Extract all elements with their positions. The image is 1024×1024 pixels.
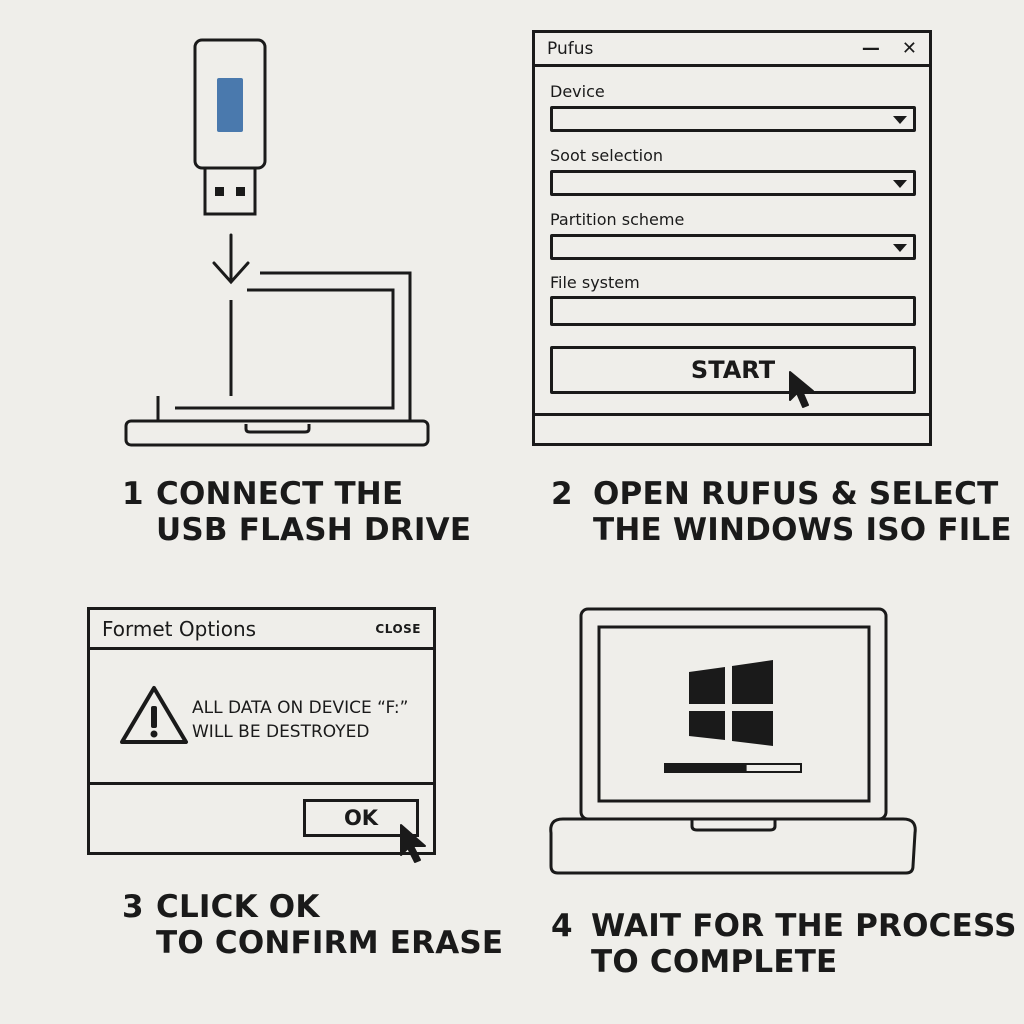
- step-1-caption: 1 CONNECT THE USB FLASH DRIVE: [122, 476, 471, 548]
- dialog-title: Formet Options: [102, 616, 257, 641]
- windows-logo-icon: [689, 660, 773, 746]
- arrow-down-icon: [212, 233, 250, 285]
- rufus-titlebar: Pufus — ✕: [535, 33, 929, 67]
- dialog-close-button[interactable]: CLOSE: [375, 621, 421, 636]
- chevron-down-icon: [893, 244, 907, 252]
- close-button[interactable]: ✕: [901, 38, 917, 59]
- step-number: 1: [122, 476, 144, 512]
- progress-fill: [665, 764, 747, 772]
- usb-label: [217, 78, 243, 132]
- status-bar: [535, 413, 929, 443]
- step-number: 3: [122, 889, 144, 925]
- step-text-line: WAIT FOR THE PROCESS: [591, 908, 1017, 944]
- step-3-caption: 3 CLICK OK TO CONFIRM ERASE: [122, 889, 503, 961]
- device-dropdown[interactable]: [550, 106, 916, 132]
- window-title: Pufus: [547, 38, 594, 59]
- step-text-line: THE WINDOWS ISO FILE: [593, 512, 1012, 548]
- file-system-field[interactable]: [550, 296, 916, 326]
- step-text-line: USB FLASH DRIVE: [156, 512, 472, 548]
- chevron-down-icon: [893, 116, 907, 124]
- warning-line: WILL BE DESTROYED: [192, 722, 370, 742]
- install-progress-bar: [664, 763, 802, 773]
- chevron-down-icon: [893, 180, 907, 188]
- laptop-screen-icon: [549, 607, 917, 875]
- boot-selection-label: Soot selection: [550, 146, 664, 165]
- step-2-caption: 2 OPEN RUFUS & SELECT THE WINDOWS ISO FI…: [551, 476, 1012, 548]
- partition-scheme-dropdown[interactable]: [550, 234, 916, 260]
- laptop-icon: [124, 271, 430, 447]
- start-button-label: START: [690, 356, 776, 384]
- ok-button-label: OK: [343, 806, 379, 830]
- step-4-caption: 4 WAIT FOR THE PROCESS TO COMPLETE: [551, 908, 1017, 980]
- step-text-line: TO CONFIRM ERASE: [156, 925, 504, 961]
- device-label: Device: [550, 82, 605, 101]
- step-text-line: OPEN RUFUS & SELECT: [593, 476, 999, 512]
- minimize-button[interactable]: —: [861, 38, 880, 59]
- warning-icon: [120, 686, 188, 744]
- boot-selection-dropdown[interactable]: [550, 170, 916, 196]
- step-text-line: CONNECT THE: [156, 476, 404, 512]
- file-system-label: File system: [550, 273, 640, 292]
- partition-scheme-label: Partition scheme: [550, 210, 685, 229]
- ok-button[interactable]: OK: [303, 799, 419, 837]
- usb-flash-drive-icon: [193, 38, 267, 216]
- step-text-line: TO COMPLETE: [591, 944, 838, 980]
- warning-line: ALL DATA ON DEVICE “F:”: [192, 698, 409, 718]
- start-button[interactable]: START: [550, 346, 916, 394]
- format-options-dialog: Formet Options CLOSE ALL DATA ON DEVICE …: [87, 607, 436, 855]
- warning-message: ALL DATA ON DEVICE “F:” WILL BE DESTROYE…: [192, 696, 408, 744]
- step-number: 2: [551, 476, 573, 512]
- dialog-titlebar: Formet Options CLOSE: [90, 610, 433, 650]
- step-number: 4: [551, 908, 573, 944]
- step-text-line: CLICK OK: [156, 889, 320, 925]
- rufus-window: Pufus — ✕ Device Soot selection Partitio…: [532, 30, 932, 446]
- dialog-footer: OK: [90, 782, 433, 852]
